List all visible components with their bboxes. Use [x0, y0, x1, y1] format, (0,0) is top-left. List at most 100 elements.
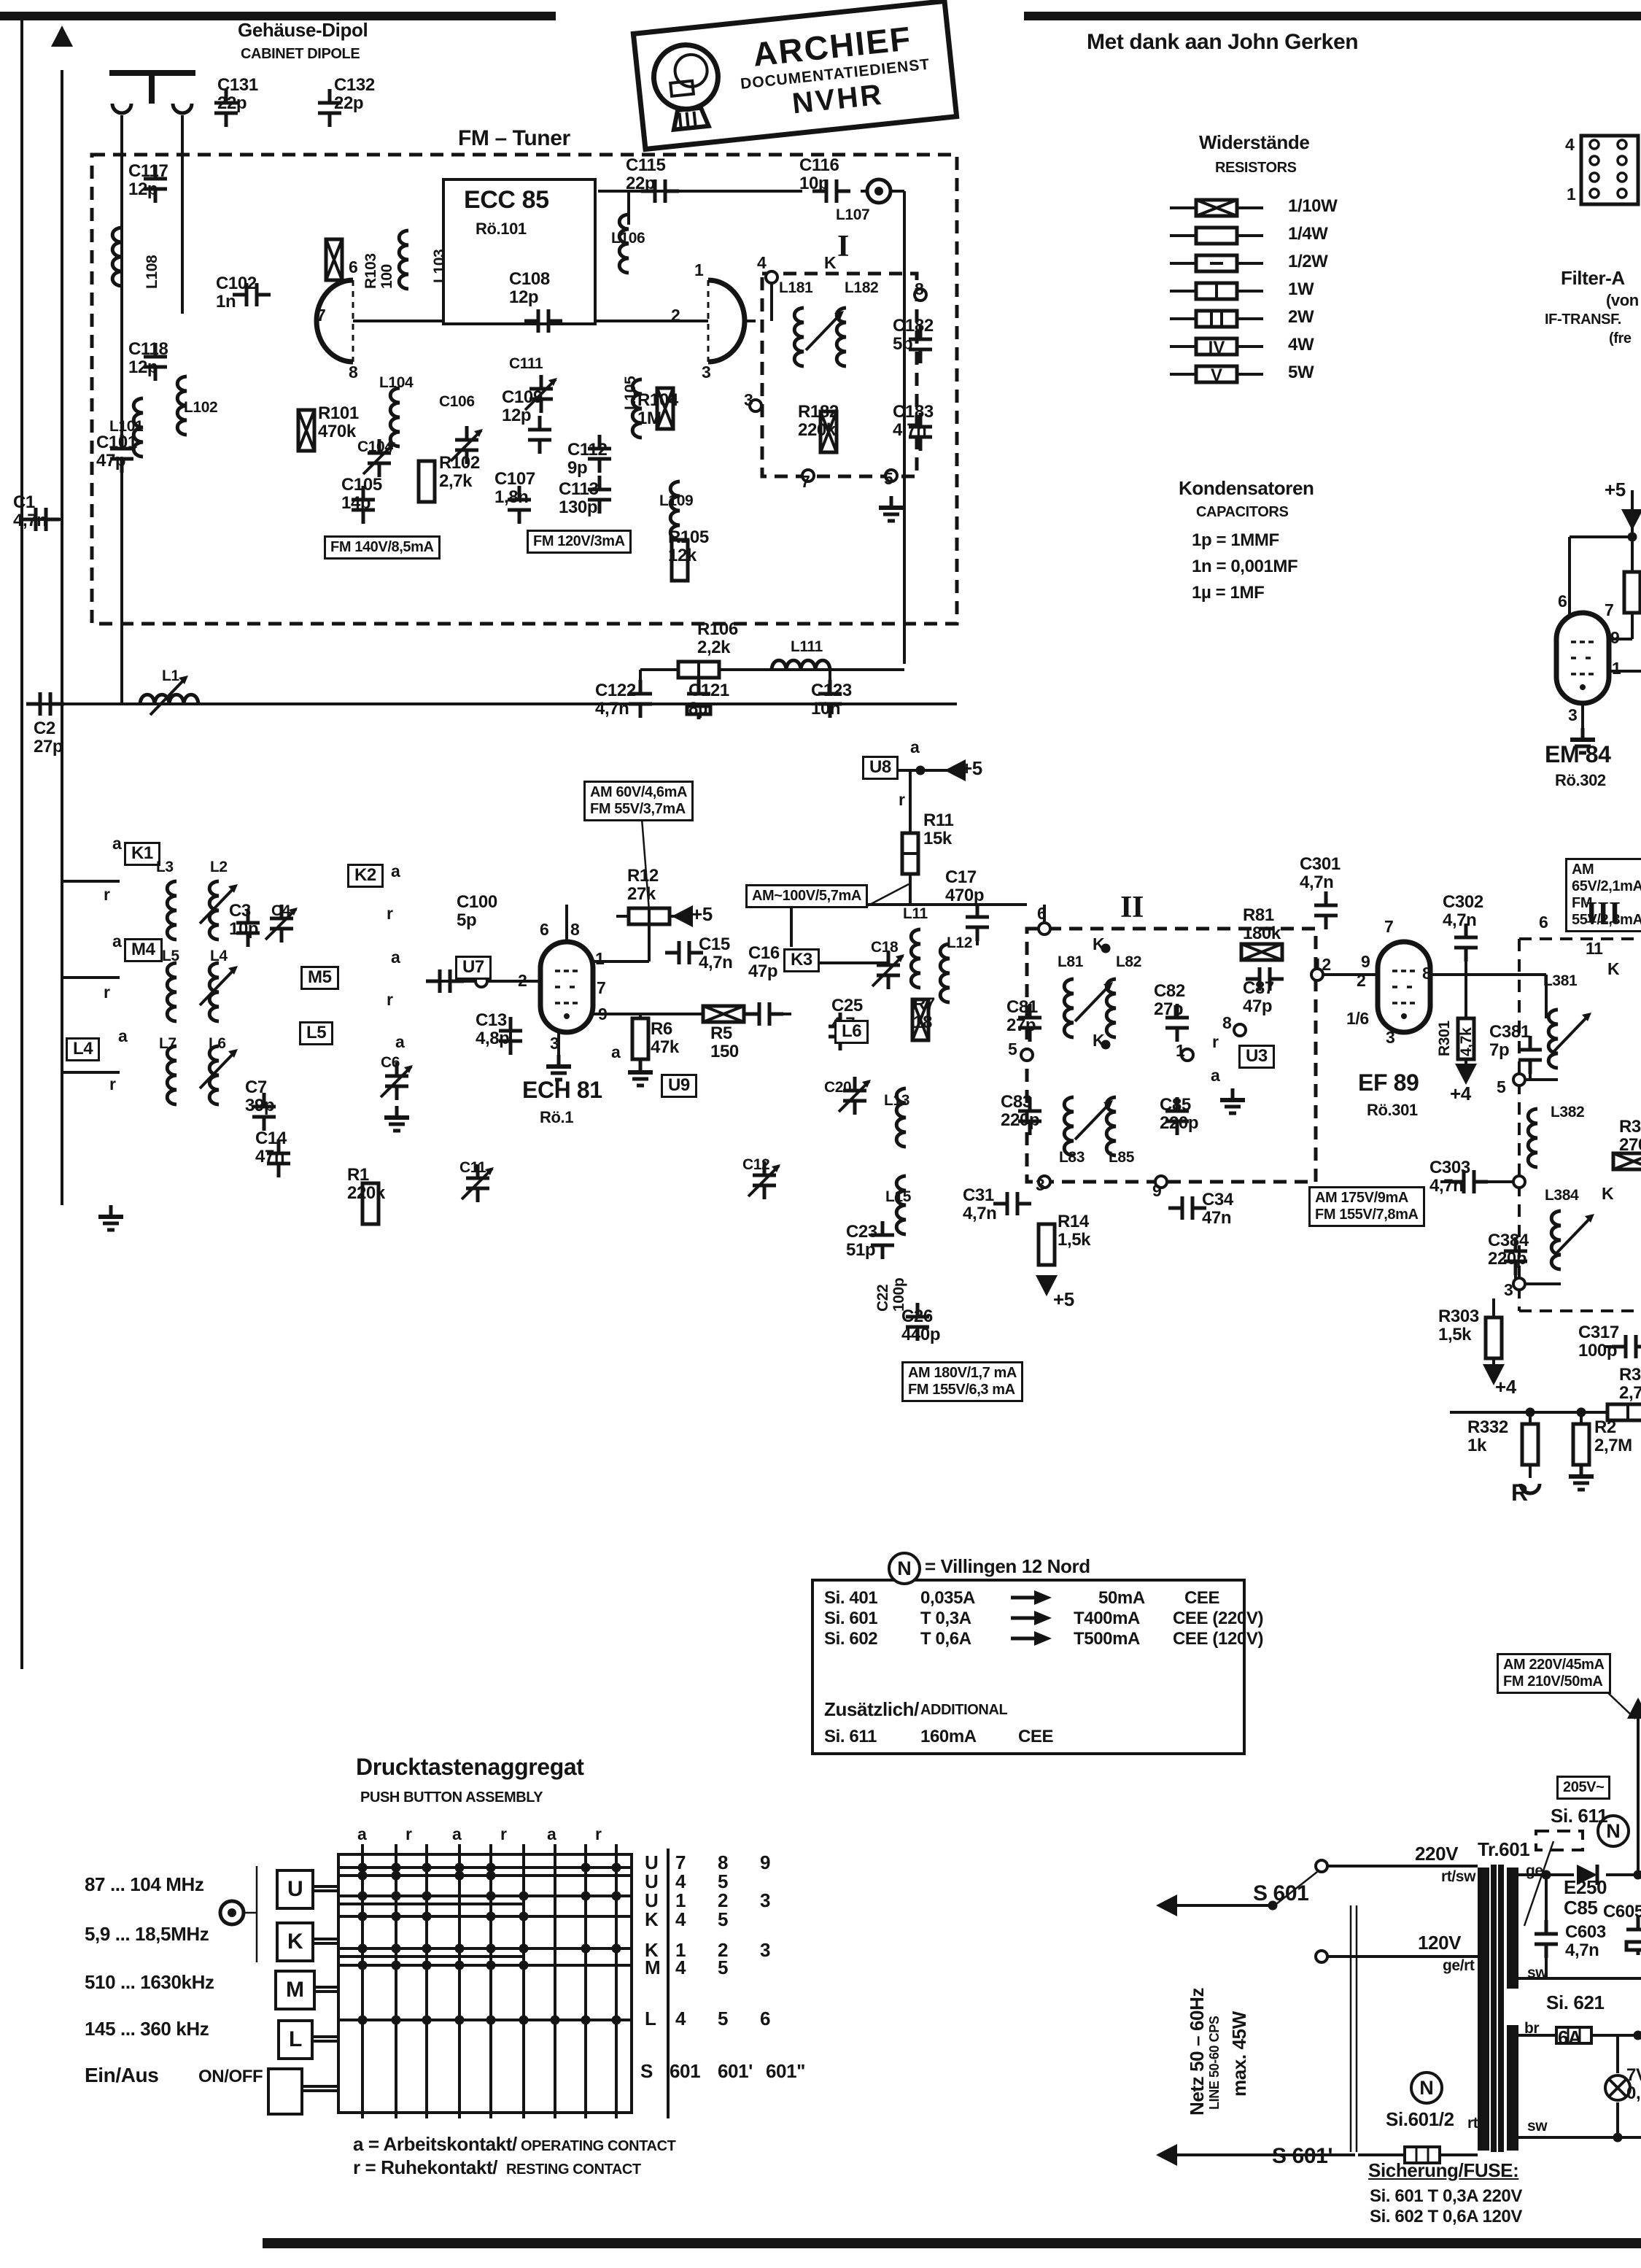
label-c20: C20	[824, 1079, 852, 1096]
label-2: 2	[518, 971, 527, 990]
label-c301-4-7n: C301 4,7n	[1300, 854, 1341, 893]
label-si-611: Si. 611	[1551, 1805, 1608, 1827]
label-4: 4	[675, 1957, 686, 1978]
label-c15-4-7n: C15 4,7n	[699, 934, 733, 973]
wire	[640, 818, 651, 911]
varr-symbol-icon	[1555, 1212, 1596, 1255]
node-symbol-icon	[611, 1891, 621, 1901]
label-c7-39p: C7 39p	[245, 1077, 275, 1116]
label-c183-4-7n: C183 4,7n	[893, 402, 934, 441]
arr-symbol-icon	[1011, 1590, 1052, 1605]
label-k: K	[824, 253, 837, 272]
label-r38-270: R38 270	[1619, 1117, 1641, 1156]
label-u: U	[645, 1870, 659, 1892]
label-s: S	[640, 2060, 653, 2082]
outline-box	[442, 178, 597, 325]
label-601: 601'	[718, 2060, 753, 2082]
label-6: 6	[1558, 592, 1567, 611]
label-4: 4	[757, 253, 767, 272]
label-4: 4	[675, 1870, 686, 1892]
label-t400ma: T400mA	[1074, 1609, 1140, 1628]
onode-symbol-icon	[1037, 921, 1052, 936]
coil-symbol-icon	[167, 1046, 176, 1104]
label-r: r	[387, 990, 393, 1009]
label-a: a	[910, 738, 920, 756]
label-1-6: 1/6	[1346, 1009, 1369, 1028]
gnd-symbol-icon	[879, 496, 904, 521]
label-ef-89: EF 89	[1358, 1069, 1419, 1096]
label-em-84: EM 84	[1545, 741, 1611, 767]
label-c4: C4	[271, 902, 291, 919]
label-a: a	[1211, 1066, 1220, 1085]
label-l5: L5	[299, 1021, 334, 1046]
gnd-symbol-icon	[546, 1055, 571, 1080]
node-symbol-icon	[486, 1911, 496, 1921]
label-4: 4	[1565, 135, 1575, 154]
node-symbol-icon	[1627, 532, 1637, 542]
label-7v-0-3a: 7V 0,3A	[1626, 2065, 1641, 2104]
resx-symbol-icon	[1613, 1153, 1641, 1169]
tri-symbol-icon	[51, 26, 73, 47]
tri-symbol-icon	[1156, 2144, 1177, 2166]
coil-symbol-icon	[167, 881, 176, 940]
label-a: a	[391, 948, 400, 967]
label-1-10w: 1/10W	[1288, 196, 1338, 216]
label-sicherung-fuse: Sicherung/FUSE:	[1368, 2159, 1519, 2181]
node-symbol-icon	[422, 1891, 432, 1901]
label-l111: L111	[791, 638, 823, 655]
label-l4: L4	[210, 948, 228, 964]
label-c113-130p: C113 130p	[559, 479, 599, 518]
label-c1-4-7n: C1 4,7n	[13, 492, 47, 531]
label-am-220v-45ma-fm-210v-50ma: AM 220V/45mA FM 210V/50mA	[1497, 1653, 1611, 1694]
label-9: 9	[1152, 1181, 1162, 1200]
label-r: r	[500, 1824, 507, 1843]
label-8: 8	[570, 920, 580, 939]
label-c302-4-7n: C302 4,7n	[1443, 892, 1483, 931]
label-2w: 2W	[1288, 307, 1314, 327]
label-50ma: 50mA	[1098, 1588, 1145, 1608]
label-c605: C605	[1603, 1902, 1641, 1921]
cap-symbol-icon	[1535, 1920, 1558, 1958]
label-t500ma: T500mA	[1074, 1629, 1140, 1649]
label-c13-4-8p: C13 4,8p	[476, 1010, 510, 1049]
label-u8: U8	[862, 756, 899, 781]
label-am-175v-9ma-fm-155v-7-8ma: AM 175V/9mA FM 155V/7,8mA	[1308, 1186, 1425, 1227]
label-c12: C12	[742, 1156, 770, 1173]
outline-box	[1579, 133, 1640, 206]
lcirc-symbol-icon	[220, 1901, 244, 1924]
label-6: 6	[760, 2008, 771, 2029]
label-m: M	[645, 1957, 661, 1978]
node-symbol-icon	[422, 1862, 432, 1873]
res-symbol-icon	[1196, 228, 1237, 244]
node-symbol-icon	[454, 1943, 465, 1954]
label-4w: 4W	[1288, 335, 1314, 355]
node-symbol-icon	[550, 2015, 560, 2025]
node-symbol-icon	[915, 765, 926, 775]
label-c83-220p: C83 220p	[1001, 1092, 1040, 1131]
label-1p-1mmf: 1p = 1MMF	[1192, 530, 1279, 550]
label-ecc-85: ECC 85	[464, 186, 549, 214]
label-cee-220v: CEE (220V)	[1173, 1609, 1264, 1628]
label-5: 5	[718, 1908, 729, 1930]
node-symbol-icon	[357, 1891, 368, 1901]
label-rt-sw: rt/sw	[1441, 1868, 1476, 1885]
label-1n-0-001mf: 1n = 0,001MF	[1192, 557, 1298, 576]
tubeR-symbol-icon	[708, 280, 745, 362]
label-si-602: Si. 602	[824, 1629, 878, 1649]
label-r301: R301	[1436, 1021, 1453, 1056]
label-3: 3	[1504, 1280, 1513, 1299]
label-von: (von	[1606, 291, 1639, 309]
label-l108: L108	[144, 255, 160, 289]
label-c102-1n: C102 1n	[216, 274, 257, 312]
tube-symbol-icon	[540, 942, 593, 1032]
onode-symbol-icon	[764, 270, 779, 285]
node-symbol-icon	[486, 1891, 496, 1901]
label-k: K	[1607, 959, 1620, 978]
label-c107-1-8n: C107 1,8n	[494, 469, 535, 508]
label-l5: L5	[162, 948, 179, 964]
arr-symbol-icon	[1011, 1611, 1052, 1625]
label-l181: L181	[779, 279, 813, 296]
node-symbol-icon	[391, 1891, 401, 1901]
coil-symbol-icon	[1064, 979, 1074, 1037]
